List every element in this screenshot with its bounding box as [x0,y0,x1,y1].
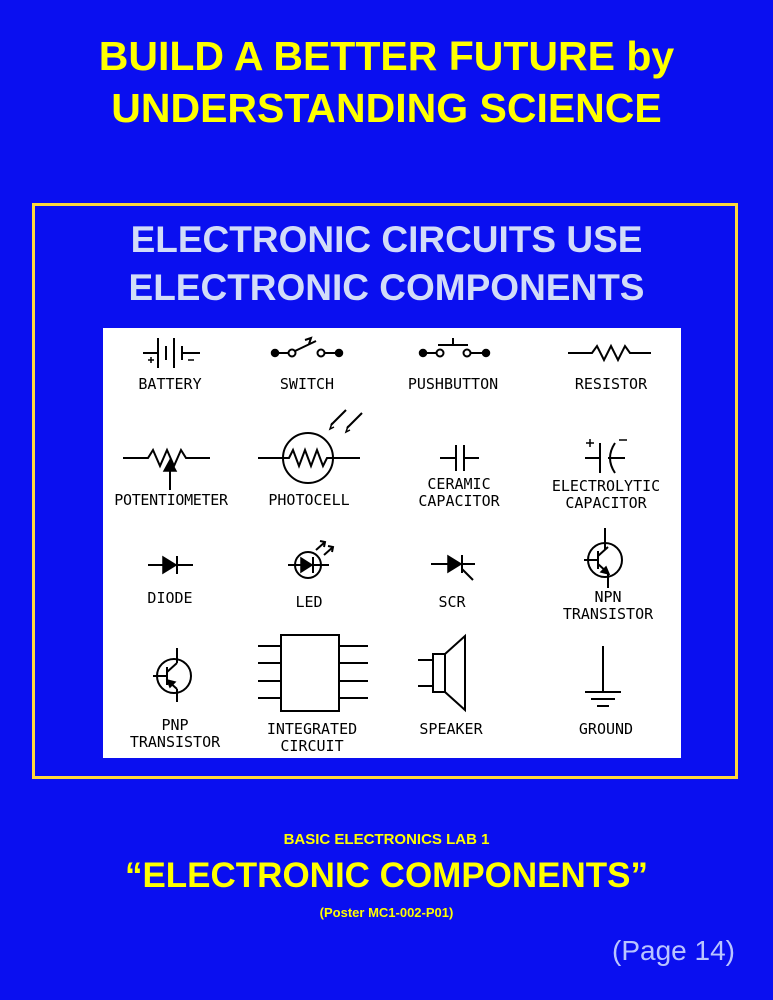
symbols-panel: BATTERY SWITCH PUSHBUTTON RESISTOR POTEN… [103,328,681,758]
switch-label: SWITCH [279,375,335,393]
potentiometer-label: POTENTIOMETER [114,491,228,509]
pushbutton-icon [418,338,491,358]
ceramic-capacitor-icon [440,445,479,471]
pnp-transistor-label: PNP TRANSISTOR [129,716,221,751]
diode-label: DIODE [147,589,193,607]
subhead: ELECTRONIC CIRCUITS USE ELECTRONIC COMPO… [0,216,773,312]
pushbutton-label: PUSHBUTTON [407,375,499,393]
ground-label: GROUND [578,720,634,738]
poster-id: (Poster MC1-002-P01) [319,905,454,920]
main-title: “ELECTRONIC COMPONENTS” [124,856,649,895]
integrated-circuit-icon [258,634,368,712]
potentiometer-icon [123,447,210,490]
switch-icon [270,336,344,358]
npn-transistor-label: NPN TRANSISTOR [562,588,654,623]
electrolytic-capacitor-icon [585,439,627,474]
resistor-icon [568,343,651,363]
photocell-label: PHOTOCELL [268,491,350,509]
lab-title: BASIC ELECTRONICS LAB 1 [283,831,490,848]
ceramic-capacitor-label: CERAMIC CAPACITOR [418,475,500,510]
headline: BUILD A BETTER FUTURE by UNDERSTANDING S… [0,30,773,134]
battery-icon [143,338,200,368]
ground-icon [585,646,621,707]
symbols-drawing [123,336,651,713]
npn-transistor-icon [584,528,623,588]
scr-label: SCR [438,593,466,611]
speaker-icon [418,633,466,713]
headline-line-1: BUILD A BETTER FUTURE by [98,33,675,79]
scr-icon [431,554,475,581]
subhead-line-2: ELECTRONIC COMPONENTS [128,267,645,308]
speaker-label: SPEAKER [419,720,483,738]
diode-icon [148,555,193,575]
electrolytic-capacitor-label: ELECTROLYTIC CAPACITOR [551,477,661,512]
page-number: (Page 14) [612,935,735,966]
integrated-circuit-label: INTEGRATED CIRCUIT [266,720,358,755]
components-frame [32,203,738,779]
battery-label: BATTERY [138,375,202,393]
led-label: LED [295,593,323,611]
photocell-icon [258,409,363,484]
pnp-transistor-icon [153,648,192,702]
led-icon [288,540,335,579]
headline-line-2: UNDERSTANDING SCIENCE [111,85,662,131]
subhead-line-1: ELECTRONIC CIRCUITS USE [130,219,643,260]
resistor-label: RESISTOR [574,375,648,393]
